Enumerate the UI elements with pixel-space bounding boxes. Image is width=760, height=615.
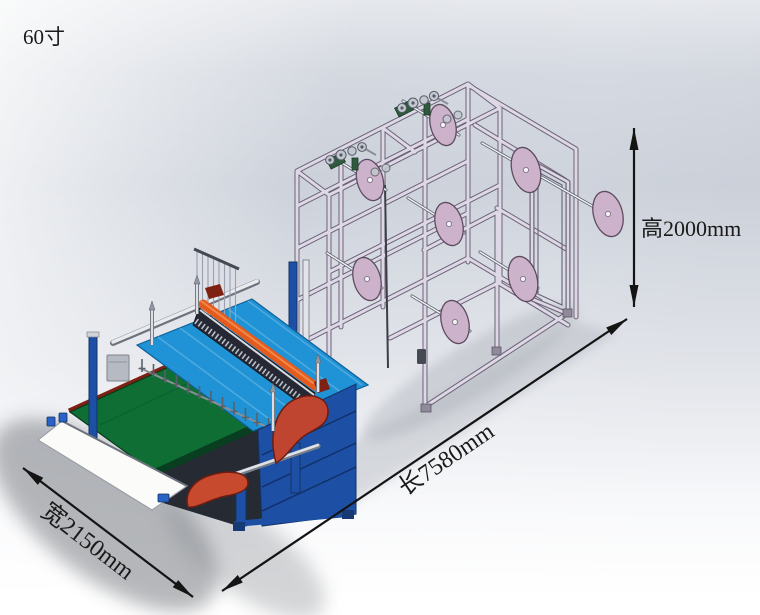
bottom-white-strip <box>0 601 760 615</box>
size-caption: 60寸 <box>23 25 65 49</box>
yarn-disc <box>429 103 457 147</box>
motor-cluster <box>394 90 463 124</box>
yarn-disc <box>510 146 542 194</box>
yarn-disc <box>434 201 464 247</box>
yarn-discs <box>352 103 624 345</box>
yarn-disc <box>592 190 624 238</box>
height-dimension-label: 高2000mm <box>641 216 741 241</box>
control-box <box>106 354 130 382</box>
creel-frame <box>294 81 624 413</box>
back-guide-rail <box>110 279 260 346</box>
sensor-post <box>193 274 201 314</box>
yarn-disc <box>352 256 382 302</box>
length-dimension-arrow <box>221 318 628 592</box>
motor-cluster <box>325 142 391 177</box>
width-dimension-arrow <box>22 467 194 598</box>
sensor-post <box>148 300 156 345</box>
yarn-disc <box>507 255 539 303</box>
roller-bracket <box>205 284 224 299</box>
gate-handle <box>417 349 426 364</box>
